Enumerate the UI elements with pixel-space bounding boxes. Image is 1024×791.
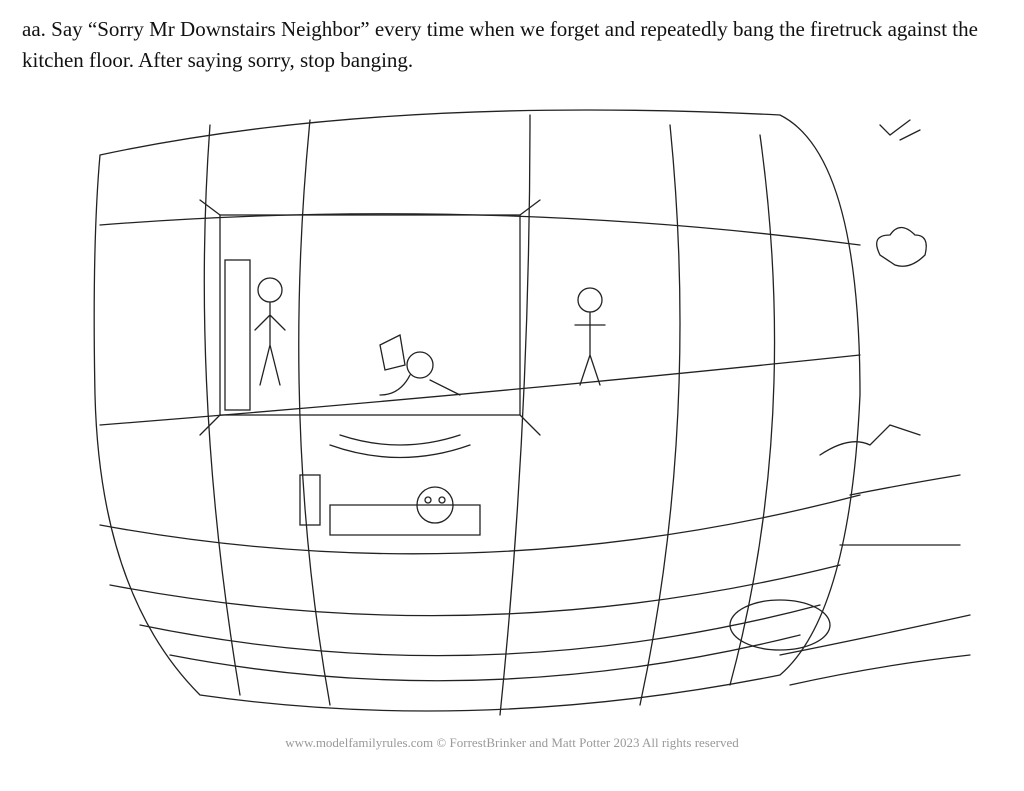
copyright-footer: www.modelfamilyrules.com © ForrestBrinke… xyxy=(285,735,739,750)
rule-text: aa. Say “Sorry Mr Downstairs Neighbor” e… xyxy=(22,17,978,72)
apartment-building-illustration xyxy=(93,109,971,716)
